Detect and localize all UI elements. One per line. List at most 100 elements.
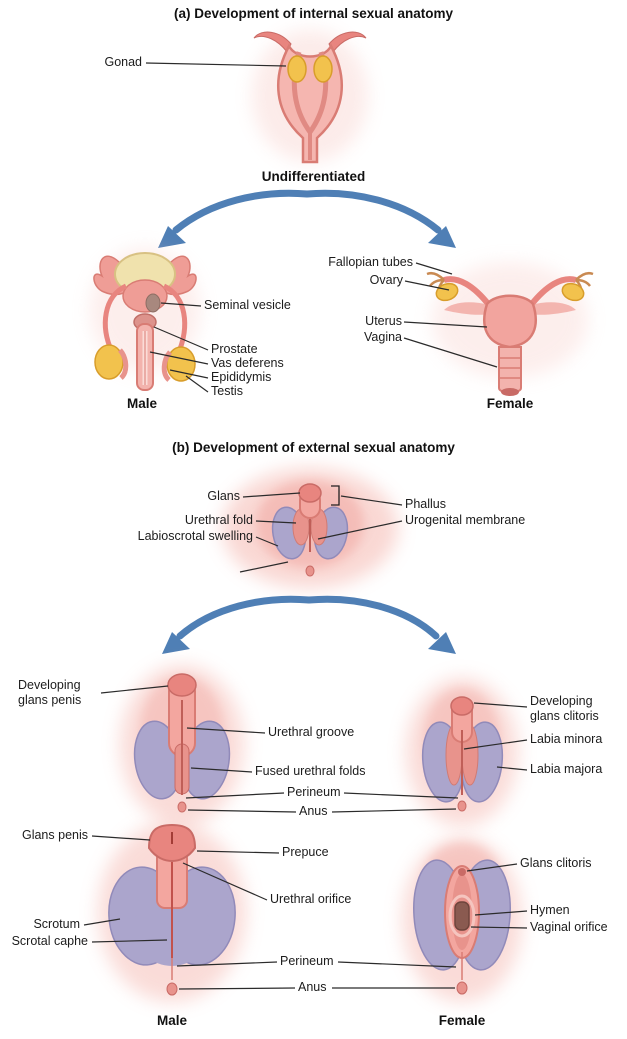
leader-glans (242, 492, 301, 498)
leader-developing-glans-clitoris (473, 702, 528, 708)
female-internal-figure (426, 262, 594, 396)
gonad-left-shape (287, 55, 307, 83)
label-fallopian-tubes: Fallopian tubes (328, 255, 413, 269)
branch-arrow-b (162, 595, 456, 654)
leader-prostate (153, 326, 209, 351)
gonad-right-shape (313, 55, 333, 83)
label-phallus: Phallus (405, 497, 446, 511)
leader-scrotum (83, 918, 121, 926)
arrowhead-left (158, 226, 186, 248)
female-internal-caption: Female (486, 396, 534, 411)
label-vagina: Vagina (364, 330, 402, 344)
leader-labioscrotal-swelling (255, 536, 279, 547)
label-prepuce: Prepuce (282, 845, 329, 859)
arrowhead-left (162, 632, 190, 654)
leader-perineum-mat-right (337, 961, 457, 968)
clitoris-shape (458, 868, 466, 876)
label-developing-glans-penis: Developing glans penis (18, 678, 82, 707)
ovary-right-shape (561, 282, 585, 302)
leader-developing-glans-penis (100, 685, 169, 694)
label-scrotal-caphe: Scrotal caphe (11, 934, 88, 948)
label-scrotum: Scrotum (33, 917, 80, 931)
mature-male-figure (98, 822, 246, 1002)
label-perineum-mature: Perineum (280, 954, 334, 968)
label-urethral-fold: Urethral fold (184, 513, 253, 527)
leader-seminal-vesicle (160, 302, 202, 307)
leader-hymen (474, 910, 528, 916)
label-vaginal-orifice: Vaginal orifice (530, 920, 608, 934)
label-vas-deferens: Vas deferens (211, 356, 284, 370)
leader-anus-mat-left (178, 987, 296, 990)
label-glans-clitoris: Glans clitoris (520, 856, 592, 870)
label-labia-majora: Labia majora (530, 762, 603, 776)
developing-female-figure (406, 678, 518, 826)
arrowhead-right (428, 632, 456, 654)
leader-prepuce (196, 850, 280, 854)
label-perineum-developing: Perineum (287, 785, 341, 799)
label-epididymis: Epididymis (211, 370, 272, 384)
developing-male-figure (120, 665, 244, 825)
leader-fused-urethral-folds (190, 767, 253, 773)
male-internal-figure (90, 248, 200, 391)
arrowhead-right (428, 226, 456, 248)
leader-anus-dev-left (187, 809, 297, 813)
leader-lines (83, 62, 528, 990)
vaginal-orifice-shape (454, 901, 470, 931)
anus-shape (166, 982, 178, 996)
leader-labia-minora (463, 739, 528, 750)
leader-perineum-mat-left (176, 961, 278, 967)
label-urethral-orifice: Urethral orifice (270, 892, 352, 906)
leader-urogenital-membrane (317, 520, 403, 540)
section-a-title: (a) Development of internal sexual anato… (173, 6, 454, 21)
leader-labioscrotal-swelling-2 (239, 561, 289, 573)
glans-shape (167, 673, 197, 697)
leader-labia-majora (496, 766, 528, 771)
label-testis: Testis (211, 384, 243, 398)
testis-right-shape (166, 346, 196, 382)
label-anus-developing: Anus (299, 804, 328, 818)
uterus-shape (483, 294, 537, 349)
anus-shape (456, 981, 468, 995)
label-hymen: Hymen (530, 903, 570, 917)
label-gonad: Gonad (104, 55, 142, 69)
anus-shape (305, 565, 315, 577)
leader-vagina (403, 337, 498, 368)
label-seminal-vesicle: Seminal vesicle (204, 298, 291, 312)
glans-shape (298, 483, 322, 503)
epididymis-right-shape (161, 350, 173, 382)
male-external-caption: Male (156, 1013, 187, 1028)
label-labioscrotal-swelling: Labioscrotal swelling (137, 529, 253, 543)
phallus-bracket (331, 485, 340, 506)
leader-fallopian-tubes (415, 262, 453, 275)
leader-ovary (404, 280, 450, 291)
ovary-left-shape (435, 282, 459, 302)
label-fused-urethral-folds: Fused urethral folds (255, 764, 366, 778)
label-glans: Glans (207, 489, 240, 503)
label-uterus: Uterus (365, 314, 402, 328)
section-b-title: (b) Development of external sexual anato… (172, 440, 455, 455)
label-developing-glans-clitoris: Developing glans clitoris (530, 694, 599, 723)
leader-glans-penis (91, 835, 151, 841)
leader-urethral-orifice (182, 862, 268, 901)
label-anus-mature: Anus (298, 980, 327, 994)
leader-phallus (340, 495, 403, 506)
female-external-caption: Female (438, 1013, 486, 1028)
mature-female-figure (402, 838, 522, 1002)
glans-shape (450, 696, 474, 716)
leader-epididymis (169, 369, 209, 379)
leader-anus-dev-right (331, 808, 457, 813)
epididymis-left-shape (117, 348, 129, 380)
male-internal-caption: Male (126, 396, 157, 411)
label-ovary: Ovary (369, 273, 403, 287)
leader-perineum-dev-right (343, 792, 459, 799)
vagina-shape (498, 346, 522, 394)
leader-urethral-groove (186, 727, 266, 734)
leader-testis (185, 375, 209, 393)
branch-arrow-a (158, 189, 456, 248)
label-prostate: Prostate (211, 342, 258, 356)
leader-vaginal-orifice (470, 926, 528, 929)
label-glans-penis: Glans penis (21, 828, 88, 842)
hymen-shape (448, 894, 476, 938)
testis-left-shape (94, 344, 124, 380)
